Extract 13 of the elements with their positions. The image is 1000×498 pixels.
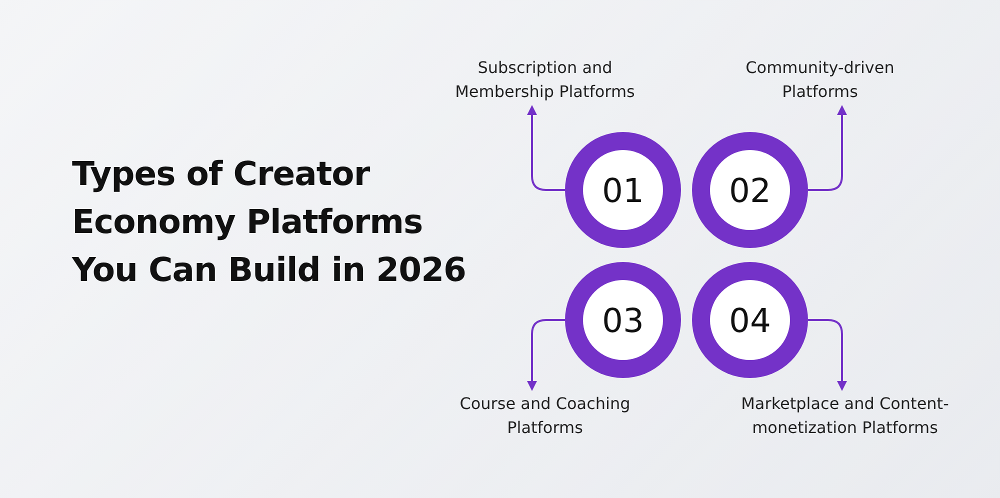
- step-number: 02: [710, 150, 790, 230]
- arrow: [808, 105, 847, 191]
- step-number: 01: [583, 150, 663, 230]
- diagram-title: Types of Creator Economy Platforms You Can Build in 2026: [72, 153, 468, 291]
- arrow: [808, 319, 847, 391]
- platform-label: Marketplace and Content-monetization Platforms: [735, 392, 955, 440]
- platform-label: Subscription and Membership Platforms: [445, 56, 645, 104]
- arrow: [527, 105, 565, 191]
- step-number: 04: [710, 280, 790, 360]
- step-number: 03: [583, 280, 663, 360]
- platform-label: Community-driven Platforms: [730, 56, 910, 104]
- arrow: [527, 319, 565, 391]
- platform-label: Course and Coaching Platforms: [445, 392, 645, 440]
